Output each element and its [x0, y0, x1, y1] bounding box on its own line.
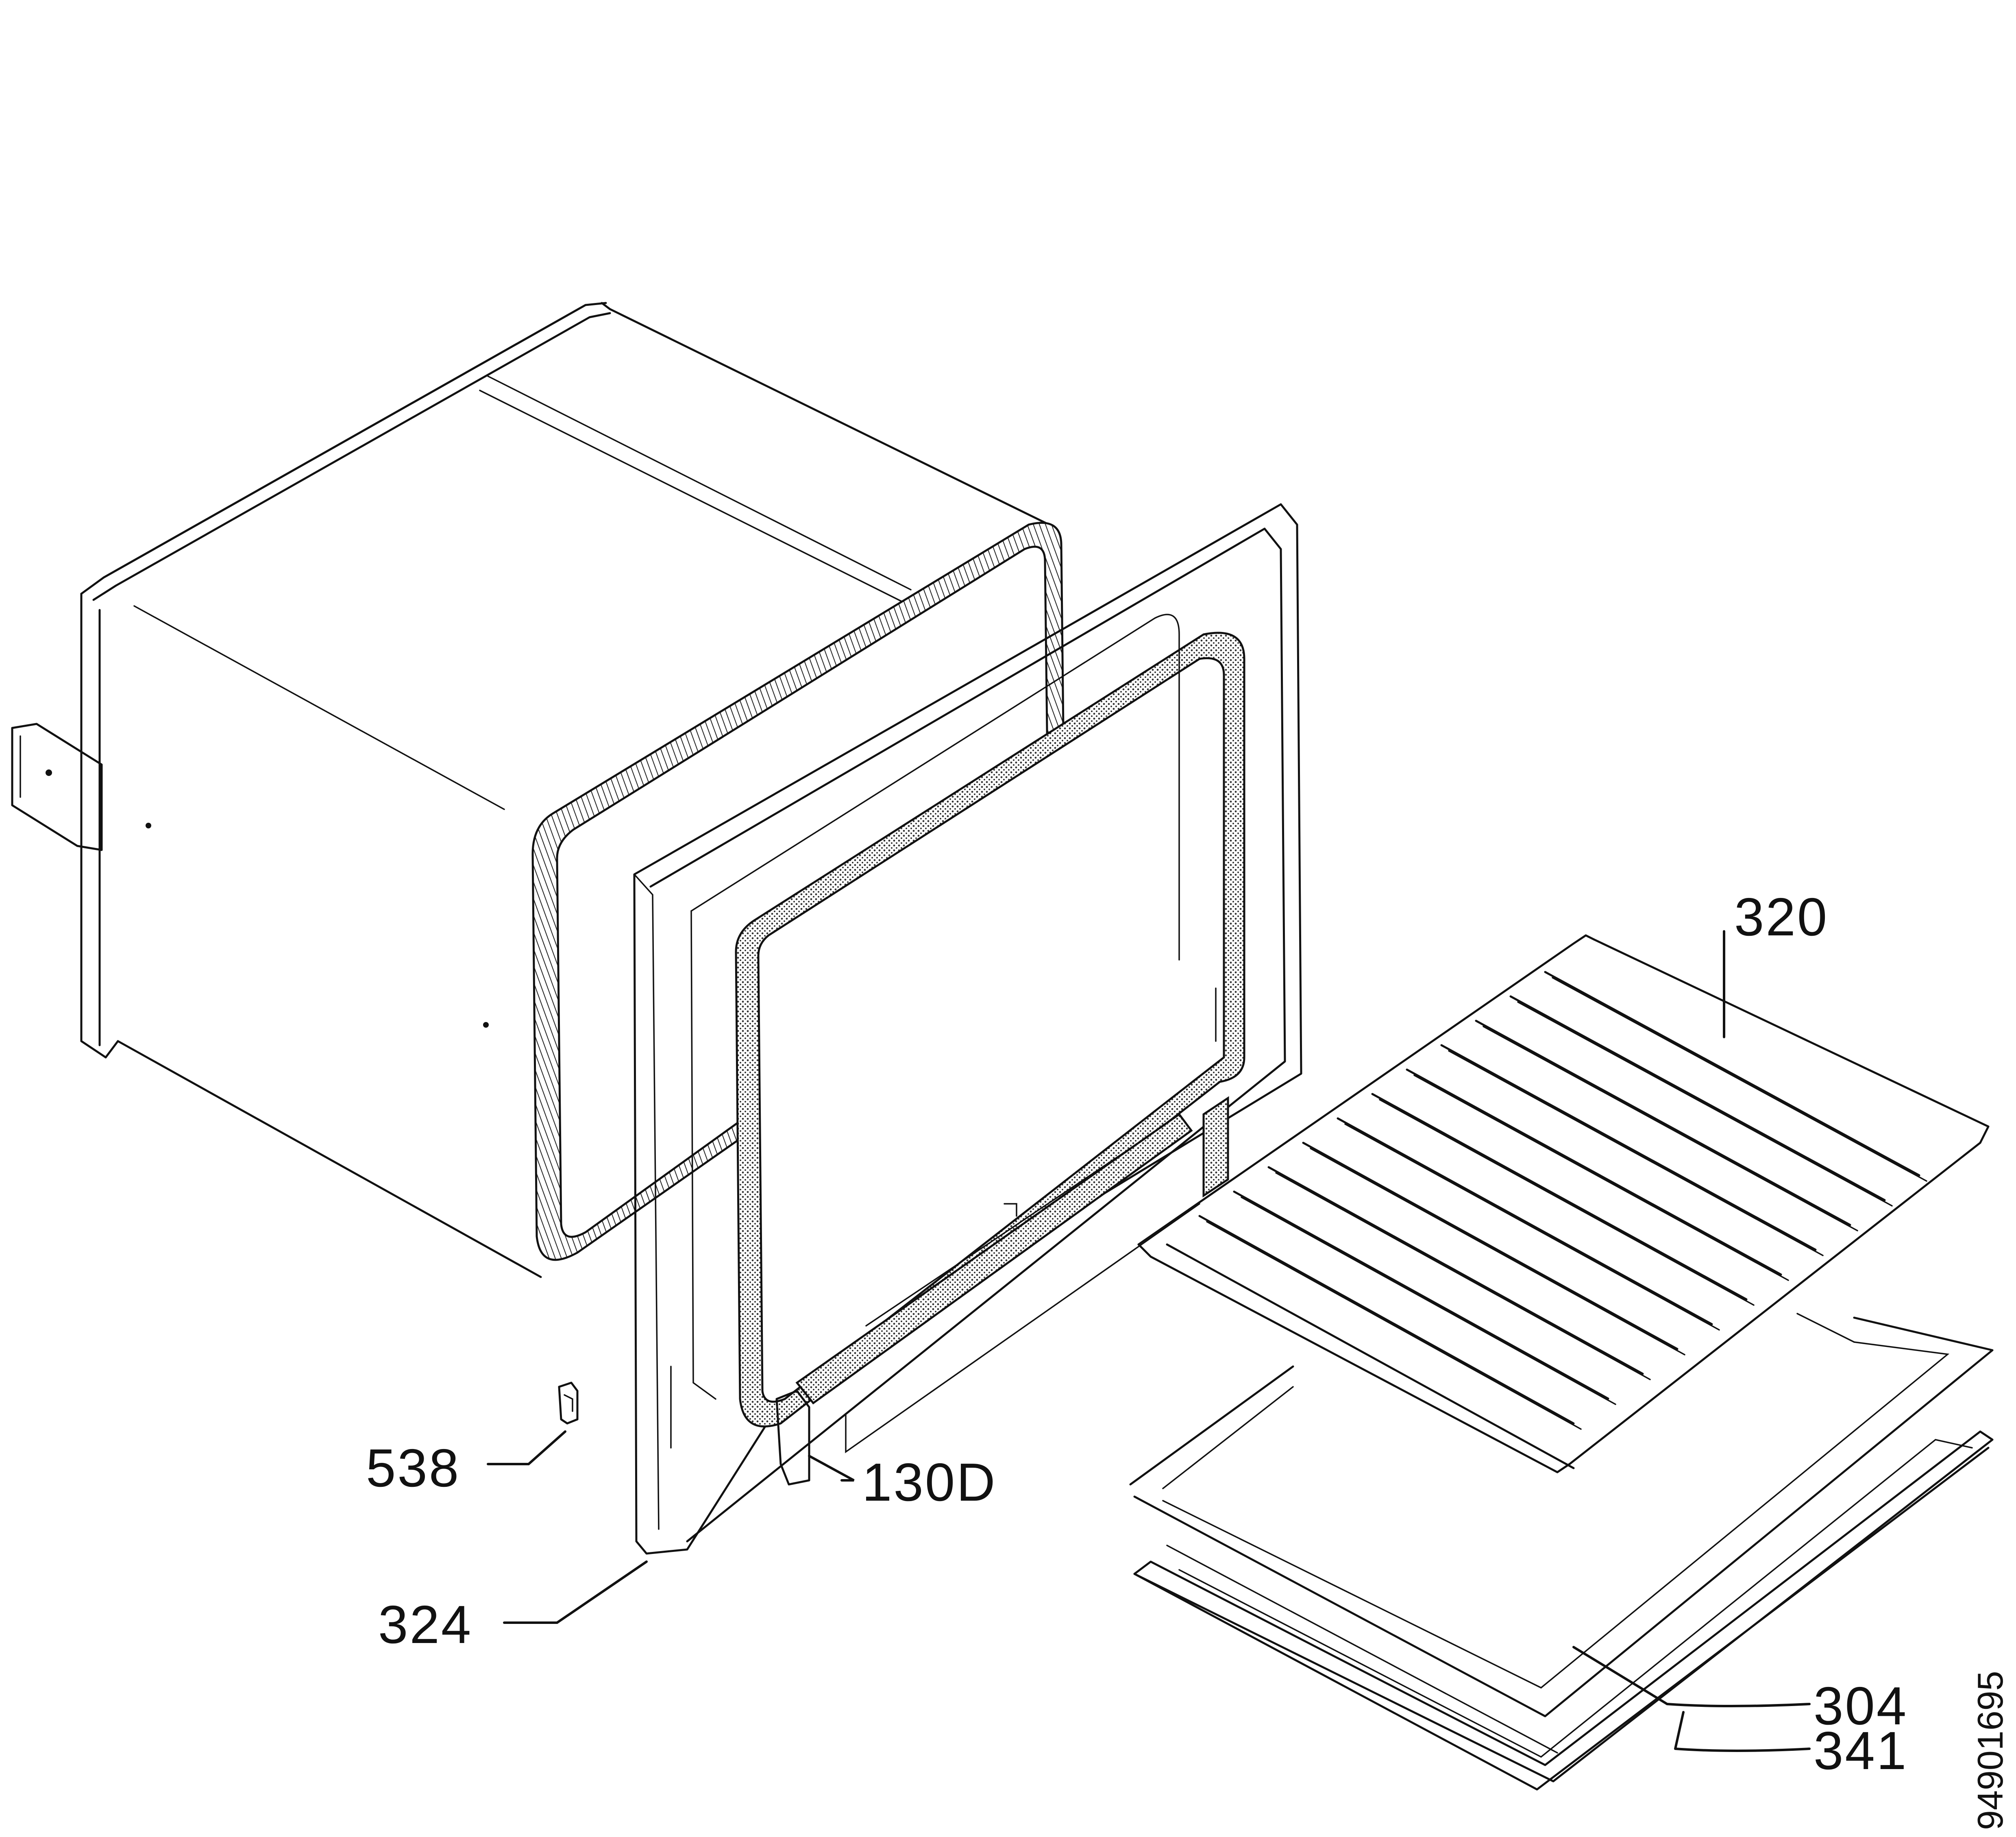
leader-341 — [1674, 1711, 1811, 1752]
shelf-rod-edge — [1448, 1050, 1824, 1256]
shelf-rod — [1509, 995, 1886, 1201]
shelf-rod — [1198, 1215, 1575, 1425]
label-320: 320 — [1734, 887, 1829, 947]
leader-304 — [1572, 1646, 1811, 1707]
shelf-rod-edge — [1552, 977, 1927, 1182]
leader-lines — [487, 930, 1811, 1752]
baking-tray-304 — [1129, 1313, 1994, 1717]
shelf-rod-edge — [1483, 1026, 1858, 1231]
shelf-rod-edge — [1206, 1221, 1582, 1430]
shelf-rod — [1267, 1166, 1644, 1375]
shelf-rod — [1233, 1190, 1609, 1400]
label-304: 304 — [1814, 1676, 1908, 1736]
label-130d: 130D — [862, 1452, 997, 1512]
shelf-rods — [1198, 971, 1927, 1430]
label-324: 324 — [378, 1595, 472, 1654]
shelf-rod — [1371, 1093, 1748, 1301]
leader-538 — [487, 1430, 566, 1465]
shelf-rod-edge — [1310, 1148, 1685, 1355]
grill-pan-341 — [1133, 1430, 1994, 1791]
label-538: 538 — [366, 1438, 460, 1498]
leader-324 — [503, 1560, 648, 1624]
label-341: 341 — [1814, 1721, 1908, 1780]
clip-538 — [558, 1382, 579, 1425]
shelf-rod-edge — [1517, 1001, 1893, 1207]
shelf-rod — [1302, 1142, 1679, 1350]
leader-130 — [808, 1455, 855, 1482]
shelf-rod — [1544, 971, 1920, 1177]
shelf-rod — [1475, 1020, 1851, 1226]
shelf-rod-edge — [1275, 1172, 1651, 1380]
shelf-rod — [1440, 1044, 1817, 1251]
shelf-rod-edge — [1241, 1196, 1616, 1405]
shelf-rod-edge — [1344, 1123, 1720, 1331]
front-frame-324 — [633, 503, 1302, 1555]
shelf-grid-320 — [1137, 934, 1990, 1473]
shelf-rod — [1337, 1117, 1713, 1325]
part-labels: 320 304 341 130D 538 324 — [366, 887, 1908, 1780]
shelf-rod-edge — [1379, 1099, 1755, 1306]
shelf-rod — [1406, 1068, 1782, 1276]
document-code: 94901695 — [1970, 1671, 2010, 1830]
shelf-rod-edge — [1413, 1074, 1789, 1281]
